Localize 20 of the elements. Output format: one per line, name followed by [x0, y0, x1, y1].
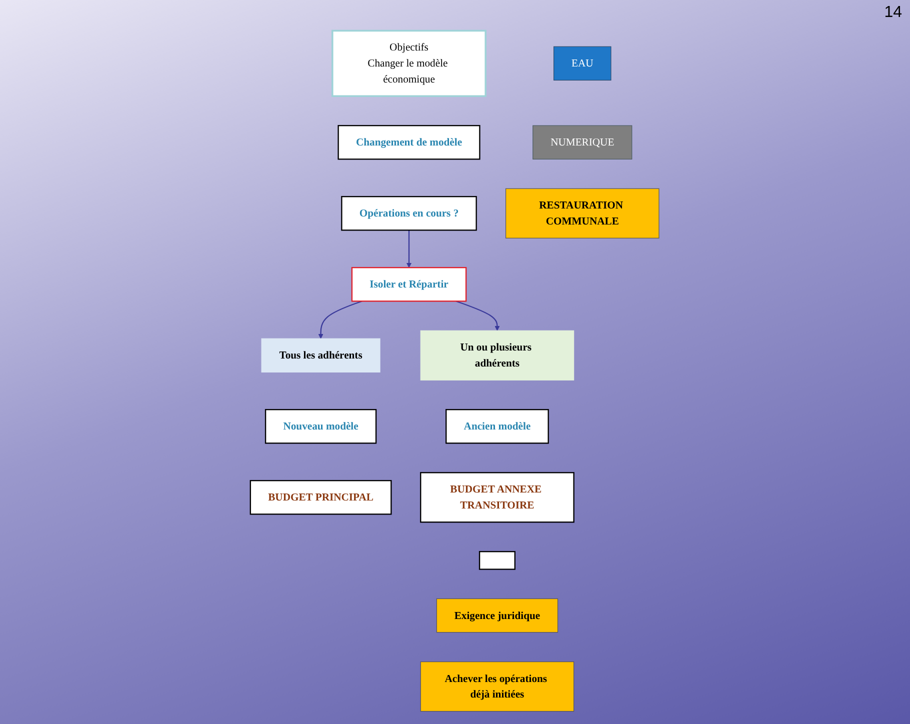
node-box: RESTAURATION COMMUNALE — [506, 188, 660, 238]
node-box: Exigence juridique — [436, 598, 558, 633]
node-box: Changement de modèle — [338, 125, 481, 160]
node-box: Objectifs Changer le modèle économique — [332, 30, 487, 97]
node-box: Tous les adhérents — [262, 338, 381, 372]
node-box: Nouveau modèle — [265, 409, 377, 444]
node-box — [479, 551, 516, 570]
arrow — [406, 230, 412, 268]
arrow — [456, 300, 500, 331]
node-box: Un ou plusieurs adhérents — [420, 330, 574, 380]
node-box: NUMERIQUE — [532, 125, 632, 160]
arrow — [318, 300, 362, 339]
node-box: Achever les opérations déjà initiées — [420, 662, 574, 712]
node-box: Opérations en cours ? — [341, 196, 478, 231]
node-box: EAU — [554, 46, 612, 80]
node-box: BUDGET PRINCIPAL — [250, 480, 392, 515]
page-number: 14 — [884, 4, 902, 22]
node-box: BUDGET ANNEXE TRANSITOIRE — [420, 472, 575, 523]
node-box: Ancien modèle — [446, 409, 550, 444]
node-box: Isoler et Répartir — [352, 267, 467, 302]
